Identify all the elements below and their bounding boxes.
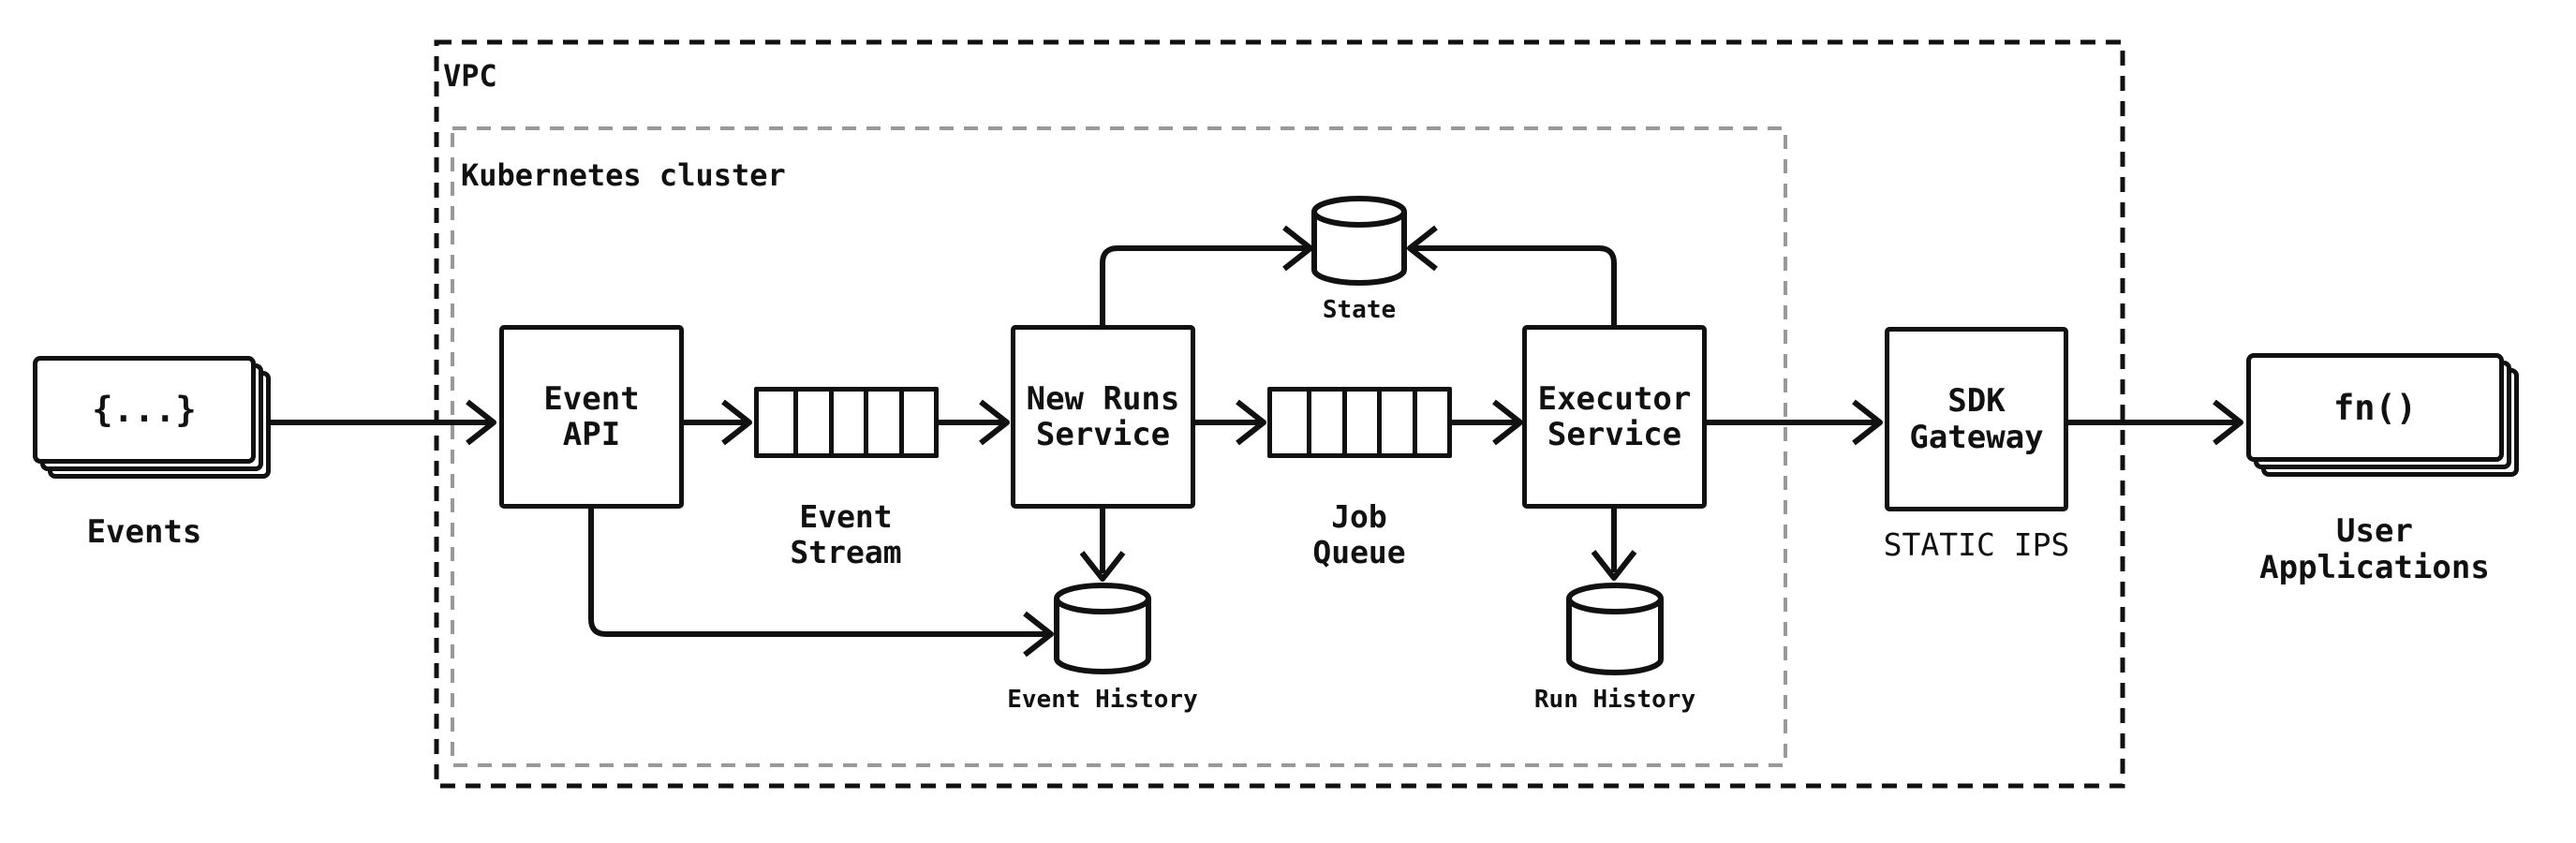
arrow-new-runs-to-event-history (1079, 509, 1126, 582)
arrow-sdk-gateway-to-user-apps (2068, 399, 2243, 446)
static-ips-label: STATIC IPS (1883, 526, 2070, 563)
queue-cell (1341, 392, 1377, 453)
job-queue-icon (1267, 387, 1452, 458)
kubernetes-cluster-border (451, 126, 1787, 767)
event-stream-queue-icon (754, 387, 939, 458)
run-history-database-label: Run History (1533, 686, 1696, 714)
vpc-label: VPC (443, 58, 497, 94)
queue-cell (793, 392, 828, 453)
queue-cell (1412, 392, 1447, 453)
arrow-executor-to-run-history (1591, 509, 1637, 581)
arrow-events-to-event-api (271, 399, 496, 446)
queue-cell (759, 392, 793, 453)
user-applications-box: fn() (2246, 353, 2504, 462)
state-database-label: State (1322, 296, 1397, 324)
arrow-executor-to-state (1407, 225, 1617, 325)
executor-service-box: Executor Service (1522, 325, 1707, 509)
queue-cell (1272, 392, 1307, 453)
queue-cell (1307, 392, 1341, 453)
arrow-event-api-to-event-stream (684, 399, 752, 446)
user-applications-label: User Applications (2259, 512, 2490, 587)
queue-cell (864, 392, 898, 453)
arrow-event-api-to-event-history (588, 509, 1054, 658)
user-applications-box-text: fn() (2332, 387, 2418, 428)
queue-cell (1377, 392, 1412, 453)
events-box: {...} (33, 356, 256, 464)
sdk-gateway-box: SDK Gateway (1885, 327, 2068, 511)
kubernetes-cluster-label: Kubernetes cluster (461, 157, 786, 193)
arrow-new-runs-to-state (1100, 225, 1313, 325)
event-history-database-icon (1054, 583, 1151, 674)
state-database-icon (1311, 196, 1407, 286)
arrow-event-stream-to-new-runs (939, 399, 1010, 446)
run-history-database-icon (1566, 583, 1664, 675)
arrow-executor-to-sdk-gateway (1707, 399, 1883, 446)
queue-cell (828, 392, 864, 453)
event-stream-label: Event Stream (790, 498, 902, 570)
events-label: Events (86, 513, 202, 551)
arrow-new-runs-to-job-queue (1195, 399, 1266, 446)
vpc-border (434, 39, 2125, 789)
event-api-box: Event API (499, 325, 684, 509)
queue-cell (898, 392, 934, 453)
events-box-text: {...} (92, 390, 197, 430)
job-queue-label: Job Queue (1312, 498, 1406, 570)
new-runs-service-box: New Runs Service (1011, 325, 1195, 509)
event-history-database-label: Event History (1007, 686, 1198, 714)
arrow-job-queue-to-executor (1452, 399, 1523, 446)
